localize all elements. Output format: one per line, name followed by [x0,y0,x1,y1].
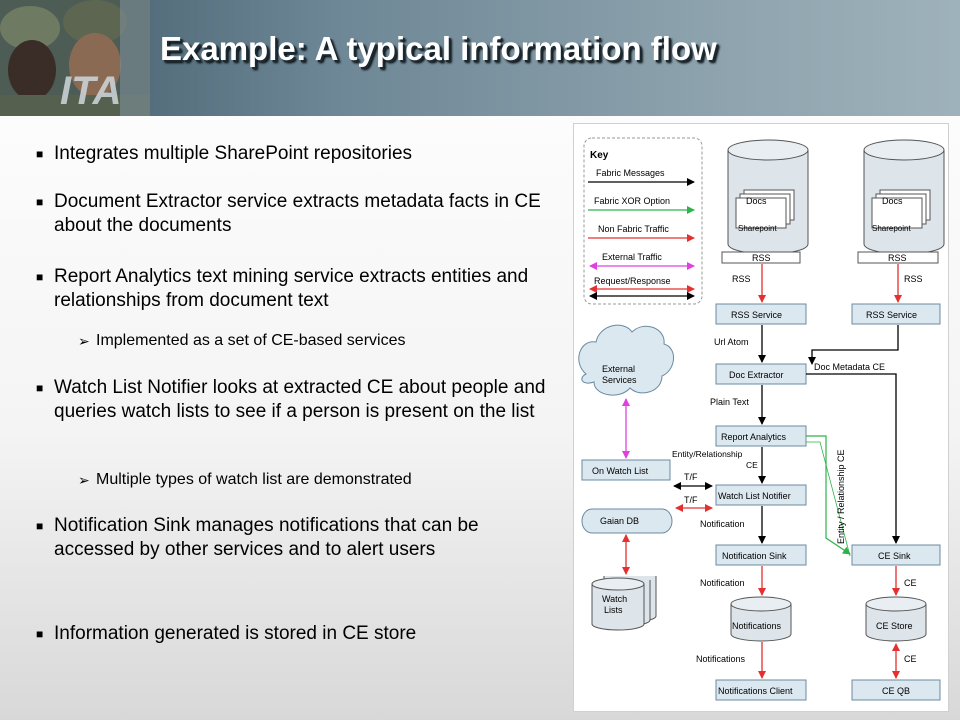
soldiers-logo-image: ITA [0,0,150,116]
notifications-store-node: Notifications [730,596,792,642]
sharepoint-repository-right: Docs Sharepoint RSS [857,139,945,264]
svg-text:RSS: RSS [732,274,751,284]
diagram-svg: Key Fabric Messages Fabric XOR Option No… [578,137,945,701]
sub-bullet-item: ➢ Implemented as a set of CE-based servi… [78,332,406,349]
svg-text:Doc Extractor: Doc Extractor [729,370,784,380]
external-services-node: External Services [578,324,674,396]
bullet-marker: ■ [36,195,44,209]
svg-text:Services: Services [602,375,637,385]
svg-text:CE: CE [904,578,917,588]
svg-text:Entity / Relationship CE: Entity / Relationship CE [836,449,846,544]
diagram-key: Key Fabric Messages Fabric XOR Option No… [583,137,703,305]
svg-text:Entity/Relationship: Entity/Relationship [672,449,743,459]
sharepoint-repository-left: Docs Sharepoint RSS [721,139,809,264]
notification-sink-node: Notification Sink [715,544,807,566]
ce-qb-node: CE QB [851,679,941,701]
svg-text:Notification Sink: Notification Sink [722,551,787,561]
key-label-non-fabric: Non Fabric Traffic [598,224,669,234]
rss-service-right-node: RSS Service [851,303,941,325]
bullet-item: ■ Notification Sink manages notification… [36,515,479,560]
arrow-marker-icon: ➢ [78,472,90,488]
flow-arrows: RSS RSS Url Atom Doc Metadata CE Plain T… [622,264,923,679]
bullet-marker: ■ [36,381,44,395]
doc-extractor-node: Doc Extractor [715,363,807,385]
svg-text:T/F: T/F [684,472,698,482]
watch-lists-node: Watch Lists [591,576,657,631]
svg-text:External: External [602,364,635,374]
sharepoint-label-right: Sharepoint [872,224,911,233]
bullet-item: ■ Watch List Notifier looks at extracted… [36,377,546,422]
svg-text:CE Store: CE Store [876,621,913,631]
svg-text:Plain Text: Plain Text [710,397,749,407]
svg-text:CE: CE [904,654,917,664]
ce-sink-node: CE Sink [851,544,941,566]
bullet-item: ■ Information generated is stored in CE … [36,623,417,644]
svg-text:Doc Metadata CE: Doc Metadata CE [814,362,885,372]
slide-title: Example: A typical information flow [160,30,717,67]
bullet-item: ■ Report Analytics text mining service e… [36,266,529,311]
on-watch-list-node: On Watch List [581,459,671,481]
svg-text:CE Sink: CE Sink [878,551,911,561]
bullet-marker: ■ [36,270,44,284]
slide-header: ITA Example: A typical information flow [0,0,960,116]
svg-text:Notifications: Notifications [732,621,782,631]
rss-service-left-node: RSS Service [715,303,807,325]
gaian-db-node: Gaian DB [581,508,673,534]
sharepoint-label-left: Sharepoint [738,224,777,233]
svg-text:Notifications: Notifications [696,654,746,664]
rss-box-left: RSS [752,253,771,263]
svg-text:Watch: Watch [602,594,627,604]
watch-list-notifier-node: Watch List Notifier [715,484,807,506]
information-flow-diagram: Key Fabric Messages Fabric XOR Option No… [573,123,949,712]
svg-text:Url Atom: Url Atom [714,337,749,347]
svg-text:CE QB: CE QB [882,686,910,696]
notifications-client-node: Notifications Client [715,679,807,701]
ce-store-node: CE Store [865,596,927,642]
key-label-request-response: Request/Response [594,276,671,286]
svg-text:RSS: RSS [904,274,923,284]
svg-text:Notification: Notification [700,519,745,529]
svg-text:RSS Service: RSS Service [731,310,782,320]
bullet-item: ■ Integrates multiple SharePoint reposit… [36,143,413,164]
key-title: Key [590,150,609,161]
arrow-marker-icon: ➢ [78,333,90,349]
sub-bullet-item: ➢ Multiple types of watch list are demon… [78,471,412,488]
bullet-marker: ■ [36,147,44,161]
docs-label-left: Docs [746,196,767,206]
svg-text:RSS Service: RSS Service [866,310,917,320]
bullet-item: ■ Document Extractor service extracts me… [36,191,541,236]
svg-text:Notification: Notification [700,578,745,588]
bullet-marker: ■ [36,519,44,533]
key-label-fabric-xor: Fabric XOR Option [594,196,670,206]
logo-text: ITA [60,69,121,113]
svg-text:Notifications Client: Notifications Client [718,686,793,696]
report-analytics-node: Report Analytics [715,425,807,447]
key-label-fabric-messages: Fabric Messages [596,168,665,178]
svg-text:On Watch List: On Watch List [592,466,649,476]
docs-label-right: Docs [882,196,903,206]
svg-text:CE: CE [746,460,758,470]
svg-text:Report Analytics: Report Analytics [721,432,787,442]
svg-text:Lists: Lists [604,605,623,615]
rss-box-right: RSS [888,253,907,263]
svg-text:Gaian DB: Gaian DB [600,516,639,526]
svg-text:Watch List Notifier: Watch List Notifier [718,491,791,501]
bullet-marker: ■ [36,627,44,641]
key-label-external: External Traffic [602,252,662,262]
svg-text:T/F: T/F [684,495,698,505]
